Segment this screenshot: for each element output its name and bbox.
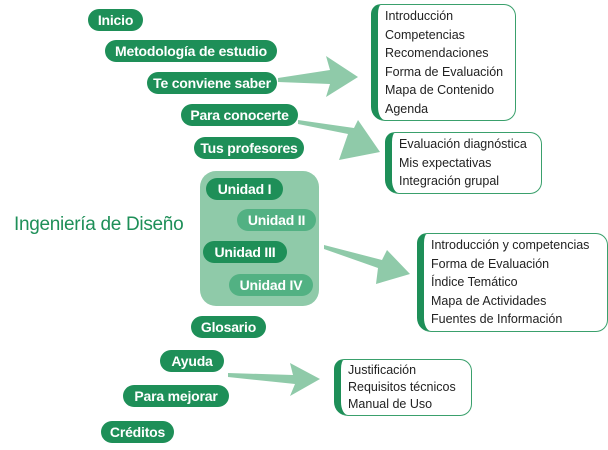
box-item[interactable]: Requisitos técnicos [348,380,456,394]
box-para-conocerte: Evaluación diagnóstica Mis expectativas … [385,132,542,194]
box-item[interactable]: Agenda [385,101,429,116]
box-item[interactable]: Mapa de Contenido [385,83,495,97]
box-item[interactable]: Introducción y competencias [431,238,590,252]
unit-1[interactable]: Unidad I [206,178,283,200]
box-item[interactable]: Competencias [385,27,465,42]
box-item[interactable]: Integración grupal [399,174,500,188]
box-item[interactable]: Índice Temático [431,275,518,289]
box-item[interactable]: Forma de Evaluación [431,256,550,271]
box-item[interactable]: Recomendaciones [385,46,489,60]
menu-para-conocerte[interactable]: Para conocerte [181,104,298,126]
menu-metodologia[interactable]: Metodología de estudio [105,40,277,62]
box-item[interactable]: Justificación [348,363,417,377]
menu-para-mejorar[interactable]: Para mejorar [123,385,229,407]
box-item[interactable]: Forma de Evaluación [385,64,504,79]
unit-3[interactable]: Unidad III [203,241,287,263]
box-item[interactable]: Manual de Uso [348,397,433,411]
menu-glosario[interactable]: Glosario [191,316,266,338]
course-title: Ingeniería de Diseño [14,214,184,235]
menu-ayuda[interactable]: Ayuda [160,350,224,372]
unit-2[interactable]: Unidad II [237,209,316,231]
arrow-unidades [324,245,410,284]
box-unidades: Introducción y competencias Forma de Eva… [417,233,608,332]
box-item[interactable]: Mapa de Actividades [431,293,547,308]
box-ayuda: Justificación Requisitos técnicos Manual… [334,359,472,416]
box-item[interactable]: Evaluación diagnóstica [399,137,527,151]
box-item[interactable]: Fuentes de Información [431,312,563,326]
box-item[interactable]: Introducción [385,9,454,23]
arrow-te-conviene [278,56,358,97]
menu-inicio[interactable]: Inicio [88,9,143,31]
box-item[interactable]: Mis expectativas [399,155,492,170]
menu-creditos[interactable]: Créditos [101,421,174,443]
menu-tus-profesores[interactable]: Tus profesores [194,137,304,159]
menu-te-conviene-saber[interactable]: Te conviene saber [147,72,277,94]
arrow-para-conocerte [298,120,380,160]
arrow-ayuda [228,363,320,396]
unit-4[interactable]: Unidad IV [229,274,313,296]
box-te-conviene-saber: Introducción Competencias Recomendacione… [371,4,516,121]
